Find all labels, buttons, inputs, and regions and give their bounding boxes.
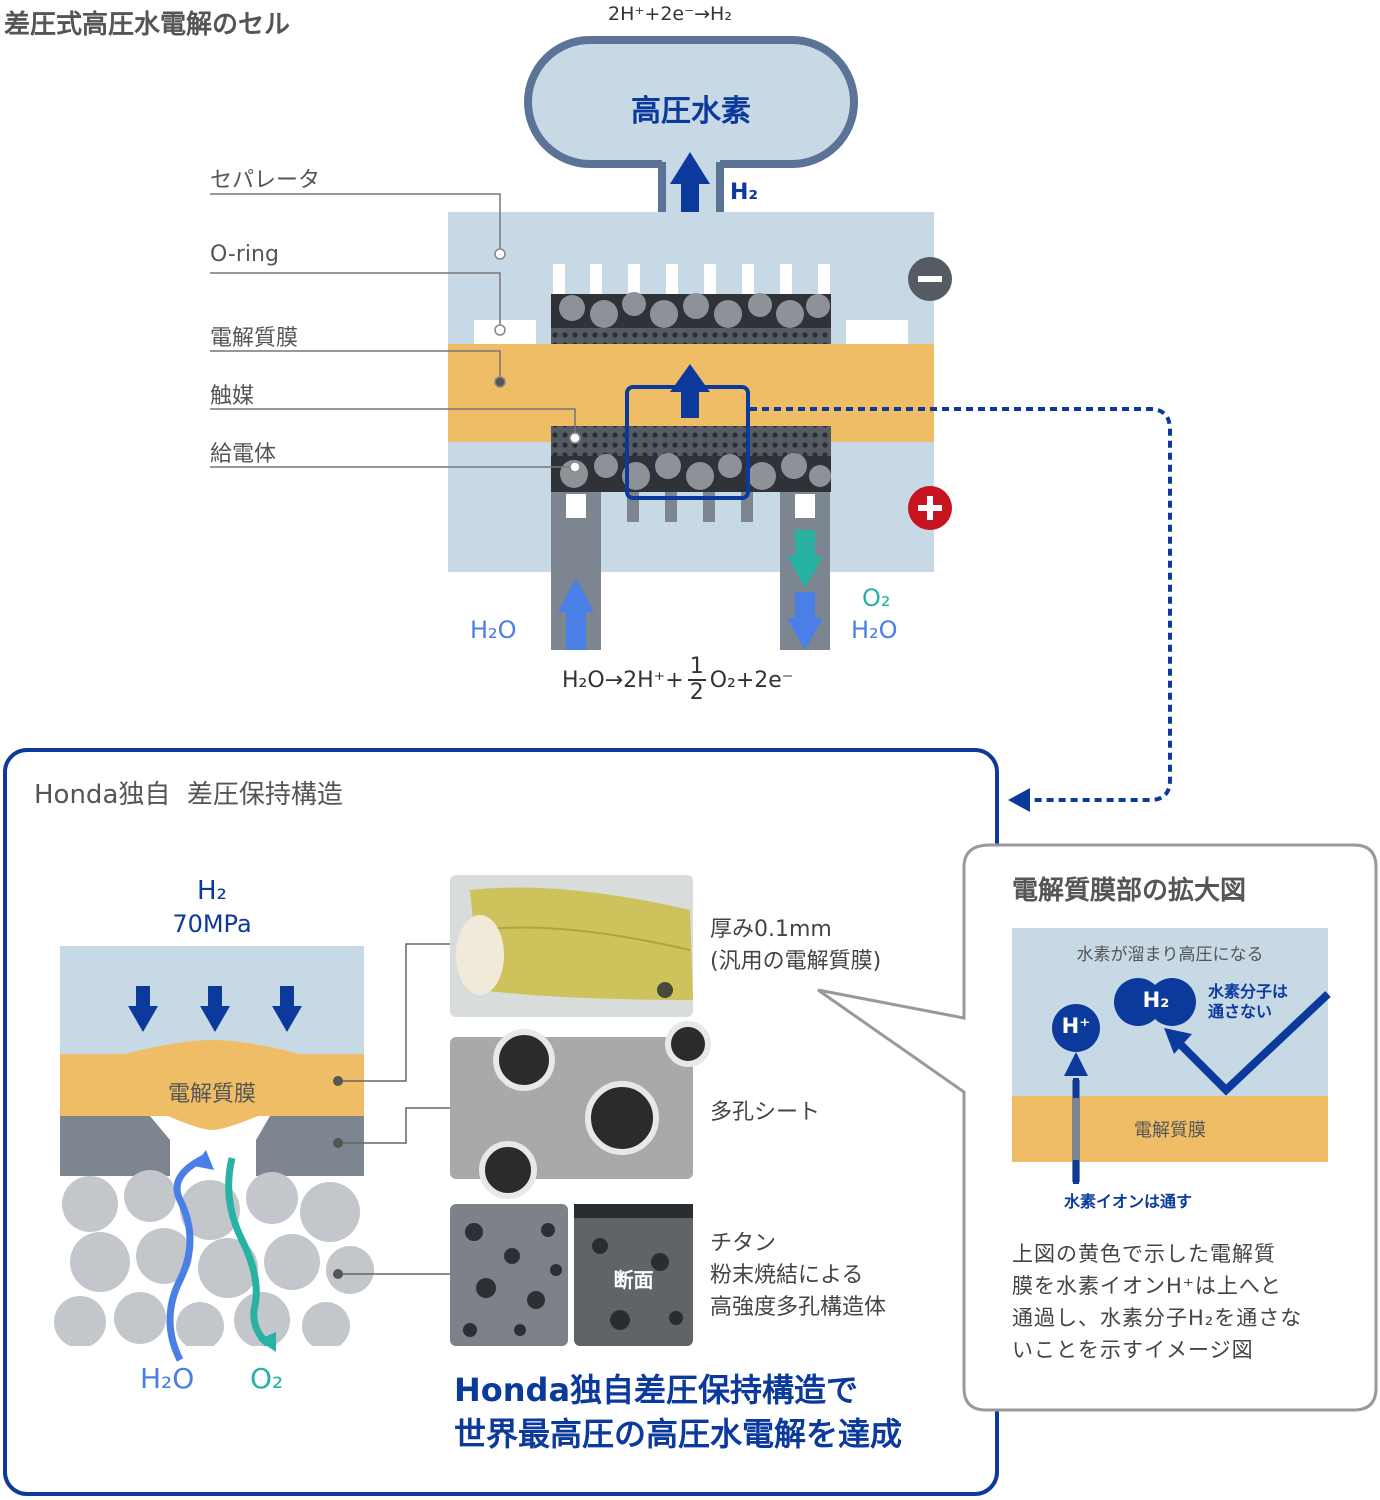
reaction-right: O₂+2e⁻ — [709, 667, 794, 693]
desc-membrane: 厚み0.1mm (汎用の電解質膜) — [710, 914, 881, 978]
titanium-particles — [54, 1170, 374, 1350]
zoom-ion-pass: 水素イオンは通す — [1064, 1192, 1193, 1211]
label-membrane: 電解質膜 — [210, 326, 299, 351]
page-title: 差圧式高圧水電解のセル — [4, 10, 291, 40]
h2-molecule — [1114, 978, 1196, 1026]
zoom-title: 電解質膜部の拡大図 — [1012, 876, 1247, 906]
desc-titanium-line3: 高強度多孔構造体 — [710, 1295, 887, 1320]
panel-h2: H₂ — [197, 876, 227, 906]
o2-out-label: O₂ — [862, 584, 891, 612]
desc-porous-sheet: 多孔シート — [710, 1100, 821, 1125]
leader-lines — [210, 193, 576, 468]
desc-titanium: チタン 粉末焼結による 高強度多孔構造体 — [710, 1228, 886, 1324]
zoom-h2-blocked: 水素分子は 通さない — [1208, 982, 1288, 1022]
label-oring: O-ring — [210, 242, 279, 267]
zoom-caption-line2: 膜を水素イオンH⁺は上へと — [1012, 1274, 1282, 1298]
o2-out-arrow — [787, 530, 823, 588]
h2-up-arrow — [670, 152, 710, 218]
desc-titanium-line2: 粉末焼結による — [710, 1263, 864, 1288]
panel-o2: O₂ — [250, 1362, 284, 1395]
h2-reflect-arrow — [1177, 991, 1331, 1096]
headline-line1: Honda独自差圧保持構造で — [454, 1371, 859, 1409]
proton-up-arrow — [670, 364, 710, 418]
panel-headline: Honda独自差圧保持構造で 世界最高圧の高圧水電解を達成 — [454, 1368, 902, 1456]
panel-title: Honda独自 差圧保持構造 — [34, 780, 343, 810]
h2o-out-label: H₂O — [851, 616, 898, 644]
porous-sheet-right — [256, 1116, 364, 1176]
panel-membrane — [60, 1040, 364, 1130]
bottom-reaction: H₂O→2H⁺+ 1 2 O₂+2e⁻ — [562, 655, 793, 705]
desc-membrane-line1: 厚み0.1mm — [710, 917, 832, 942]
h-ion-circle — [1052, 1004, 1100, 1052]
zoom-caption-line1: 上図の黄色で示した電解質 — [1012, 1242, 1276, 1266]
desc-titanium-line1: チタン — [710, 1231, 777, 1256]
panel-down-arrows — [128, 986, 302, 1032]
panel-pressure: 70MPa — [172, 910, 252, 938]
lower-catalyst — [551, 426, 831, 456]
label-separator: セパレータ — [210, 168, 321, 193]
upper-channels — [553, 264, 830, 294]
label-catalyst: 触媒 — [210, 384, 255, 409]
label-feeder: 給電体 — [210, 442, 277, 467]
cross-section-label: 断面 — [613, 1268, 654, 1292]
zoom-h2-blocked-line2: 通さない — [1208, 1002, 1273, 1021]
fraction-num: 1 — [687, 654, 706, 681]
h2o-wavy-arrow — [166, 1154, 206, 1362]
top-reaction: 2H⁺+2e⁻→H₂ — [608, 3, 732, 25]
desc-membrane-line2: (汎用の電解質膜) — [710, 949, 882, 974]
zoom-caption: 上図の黄色で示した電解質 膜を水素イオンH⁺は上へと 通過し、水素分子H₂を通さ… — [1012, 1238, 1302, 1366]
o2-wavy-arrow — [225, 1157, 271, 1347]
headline-line2: 世界最高圧の高圧水電解を達成 — [454, 1415, 903, 1453]
reaction-left: H₂O→2H⁺+ — [562, 667, 684, 693]
zoom-membrane-label: 電解質膜 — [1134, 1120, 1206, 1141]
zoom-connector — [750, 407, 1172, 802]
oring-right — [846, 320, 908, 344]
zoom-caption-line4: いことを示すイメージ図 — [1012, 1338, 1254, 1362]
photo-titanium — [450, 1204, 568, 1346]
fraction-den: 2 — [689, 680, 704, 705]
zoom-h-ion-label: H⁺ — [1061, 1014, 1091, 1038]
tank-label: 高圧水素 — [631, 94, 751, 129]
porous-sheet-left — [60, 1116, 170, 1176]
panel-membrane-label: 電解質膜 — [167, 1082, 256, 1107]
zoom-membrane — [1012, 1096, 1328, 1162]
zoom-caption-line3: 通過し、水素分子H₂を通さな — [1012, 1306, 1303, 1330]
porous-holes — [479, 1021, 711, 1199]
zoom-h2-label: H₂ — [1142, 988, 1170, 1012]
zoom-h2-blocked-line1: 水素分子は — [1208, 982, 1289, 1001]
panel-h2o: H₂O — [140, 1362, 195, 1395]
h2o-in-label: H₂O — [470, 616, 517, 644]
h2-label: H₂ — [730, 180, 759, 205]
water-in-arrow — [558, 578, 594, 650]
water-out-arrow — [787, 592, 823, 650]
zoom-top-text: 水素が溜まり高圧になる — [1076, 945, 1264, 965]
reaction-fraction: 1 2 — [687, 654, 706, 705]
